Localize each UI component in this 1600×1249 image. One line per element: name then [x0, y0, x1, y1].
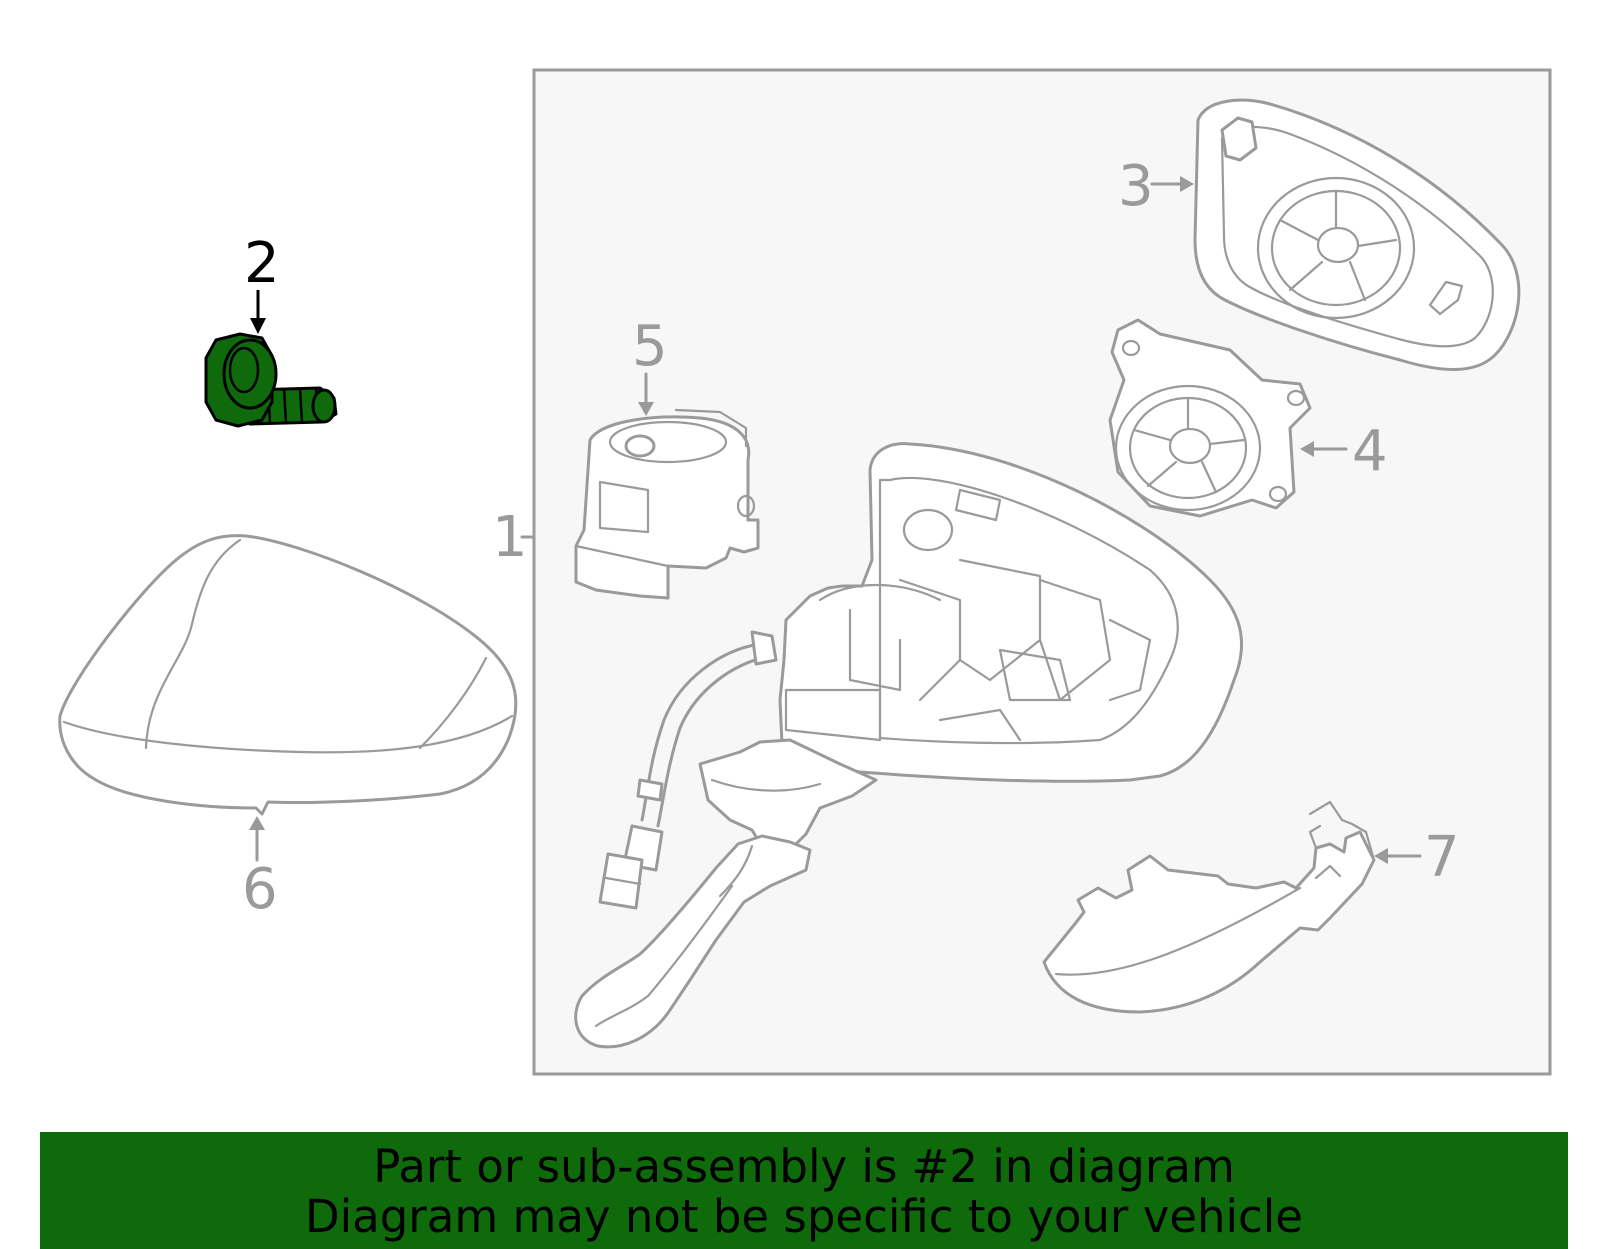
mirror-base-assembly: [778, 442, 1243, 783]
lower-cover-part-7[interactable]: [1042, 800, 1376, 1014]
callout-2[interactable]: 2: [244, 231, 280, 296]
callout-3-arrowhead: [1180, 176, 1194, 192]
mirror-mount-stalk: [574, 738, 878, 1049]
mirror-cover-part-6[interactable]: [58, 534, 518, 816]
callout-6[interactable]: 6: [242, 857, 278, 922]
wiring-harness: [598, 630, 778, 910]
callout-6-arrowhead: [249, 816, 265, 830]
callout-2-arrowhead: [250, 318, 266, 334]
callout-7-arrowhead: [1374, 848, 1388, 864]
banner-line-2: Diagram may not be specific to your vehi…: [305, 1190, 1303, 1243]
housing-part-5[interactable]: [574, 408, 760, 600]
banner-line-1: Part or sub-assembly is #2 in diagram: [373, 1140, 1235, 1193]
callout-5[interactable]: 5: [632, 314, 668, 379]
callout-4[interactable]: 4: [1352, 419, 1388, 484]
info-banner: Part or sub-assembly is #2 in diagram Di…: [40, 1132, 1568, 1249]
bolt-part-2[interactable]: [204, 332, 338, 428]
callout-7[interactable]: 7: [1424, 825, 1460, 890]
callout-3[interactable]: 3: [1118, 154, 1154, 219]
mirror-glass-part-3[interactable]: [1193, 98, 1521, 371]
callout-4-arrowhead: [1300, 441, 1314, 457]
callout-5-arrowhead: [638, 402, 654, 416]
actuator-part-4[interactable]: [1108, 318, 1312, 518]
